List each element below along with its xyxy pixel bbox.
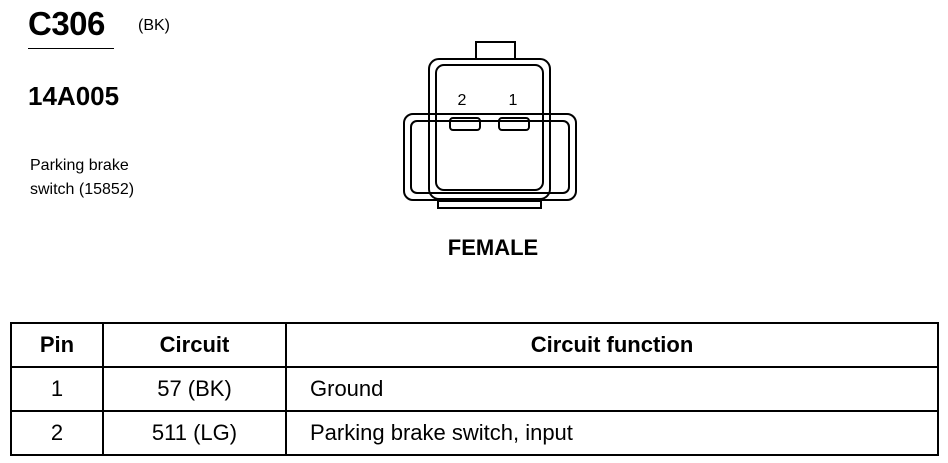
connector-body-inner xyxy=(435,64,544,191)
connector-id-underline xyxy=(28,48,114,49)
cell-circuit: 57 (BK) xyxy=(102,366,287,412)
connector-latch xyxy=(475,41,516,60)
table-row: 1 57 (BK) Ground xyxy=(10,366,939,412)
connector-body-outer xyxy=(428,58,551,200)
cell-function: Ground xyxy=(285,366,939,412)
cell-pin: 1 xyxy=(10,366,104,412)
connector-face-diagram: 2 1 xyxy=(403,41,577,209)
header-circuit: Circuit xyxy=(102,322,287,368)
component-description-line2: switch (15852) xyxy=(30,181,135,198)
table-header-row: Pin Circuit Circuit function xyxy=(10,322,939,368)
connector-color-code: (BK) xyxy=(138,17,170,34)
pin-table: Pin Circuit Circuit function 1 57 (BK) G… xyxy=(10,322,939,456)
cell-function: Parking brake switch, input xyxy=(285,410,939,456)
connector-base-strip xyxy=(437,200,542,209)
cavity-label-2: 2 xyxy=(458,92,467,109)
cell-pin: 2 xyxy=(10,410,104,456)
header-circuit-function: Circuit function xyxy=(285,322,939,368)
cavity-1 xyxy=(498,117,530,131)
cavity-2 xyxy=(449,117,481,131)
table-row: 2 511 (LG) Parking brake switch, input xyxy=(10,410,939,456)
component-description: Parking brake switch (15852) xyxy=(30,154,230,202)
connector-id: C306 xyxy=(28,5,105,42)
connector-gender-label: FEMALE xyxy=(447,235,539,260)
cavity-label-1: 1 xyxy=(509,92,518,109)
cell-circuit: 511 (LG) xyxy=(102,410,287,456)
connector-flange-inner xyxy=(410,120,570,194)
harness-id: 14A005 xyxy=(28,81,120,111)
component-description-line1: Parking brake xyxy=(30,157,129,174)
header-pin: Pin xyxy=(10,322,104,368)
